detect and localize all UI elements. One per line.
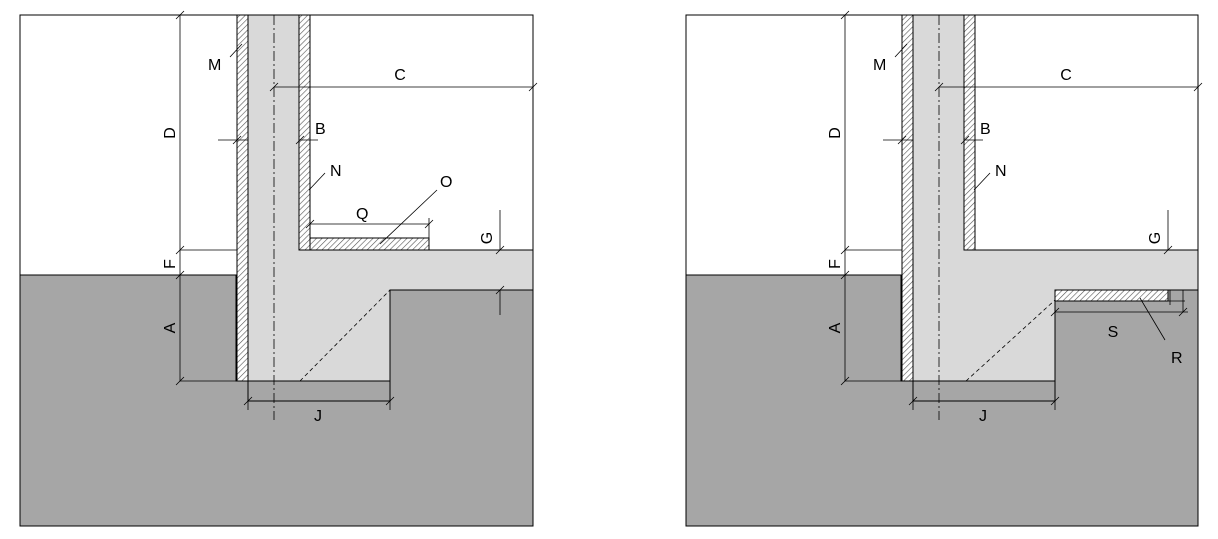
panel-left-dim-d-tick1	[175, 10, 185, 20]
panel-left-label-o: O	[440, 174, 452, 191]
panel-left-dim-b-tick2	[295, 135, 305, 145]
panel-right-dim-c-tick1	[934, 82, 944, 92]
panel-right-dim-j-tick1	[908, 396, 918, 406]
panel-right-leader-r	[1139, 297, 1166, 341]
panel-left-leader-m	[229, 43, 243, 58]
panel-right-insulation-n	[963, 14, 976, 251]
panel-right-insulation-m	[901, 14, 914, 382]
panel-right-label-m: M	[873, 57, 886, 74]
panel-right-label-a: A	[827, 322, 844, 333]
panel-left-dim-a-tick	[175, 376, 185, 386]
panel-left-label-a: A	[162, 322, 179, 333]
panel-right-label-r: R	[1171, 350, 1183, 367]
panel-left: D F A B C M N Q O	[19, 10, 538, 527]
panel-left-label-d: D	[162, 127, 179, 139]
panel-right-leader-m	[894, 43, 908, 58]
panel-left-label-c: C	[394, 67, 406, 84]
panel-left-insulation-o	[309, 237, 430, 251]
panel-left-dim-c-tick1	[269, 82, 279, 92]
panel-left-label-j: J	[314, 408, 322, 425]
panel-left-insulation-n	[298, 14, 311, 251]
panel-right-leader-n	[973, 172, 991, 191]
panel-right-label-s: S	[1108, 324, 1119, 341]
panel-left-insulation-m	[236, 14, 249, 382]
panel-left-label-q: Q	[356, 206, 368, 223]
panel-left-label-m: M	[208, 57, 221, 74]
panel-right-dim-c-tick2	[1193, 82, 1203, 92]
panel-right-haunch-line	[965, 299, 1056, 382]
panel-left-dim-b-tick1	[232, 135, 242, 145]
panel-right-dim-j-tick2	[1050, 396, 1060, 406]
panel-right-label-f: F	[827, 259, 844, 269]
panel-right-label-b: B	[980, 121, 991, 138]
panel-left-label-f: F	[162, 259, 179, 269]
panel-left-dim-j-tick1	[243, 396, 253, 406]
panel-left-footing-base	[247, 380, 391, 402]
panel-left-label-b: B	[315, 121, 326, 138]
panel-left-leader-n	[308, 172, 326, 191]
panel-left-label-n: N	[330, 163, 342, 180]
panel-left-haunch-line	[299, 289, 391, 382]
panel-right-label-g: G	[1147, 232, 1164, 244]
panel-right-dim-b-tick1	[897, 135, 907, 145]
panel-left-dim-q-tick1	[305, 219, 315, 229]
panel-right-dim-a-tick	[840, 376, 850, 386]
panel-right-dim-d-tick1	[840, 10, 850, 20]
panel-left-dim-g-tick2	[495, 285, 505, 295]
panel-right-footing-base	[912, 380, 1056, 402]
panel-right-dim-g-tick	[1163, 245, 1173, 255]
panel-left-dim-c-tick2	[528, 82, 538, 92]
panel-right-label-c: C	[1060, 67, 1072, 84]
panel-left-leader-o	[379, 189, 438, 245]
panel-right-label-j: J	[979, 408, 987, 425]
panel-left-dim-g-tick1	[495, 245, 505, 255]
panel-right: D F A B C M N G	[685, 10, 1203, 527]
panel-left-label-g: G	[479, 232, 496, 244]
panel-right-label-n: N	[995, 163, 1007, 180]
panel-left-dim-j-tick2	[385, 396, 395, 406]
panel-right-dim-s-tick2	[1178, 307, 1188, 317]
panel-right-dim-s-tick1	[1050, 307, 1060, 317]
panel-right-dim-b-tick2	[960, 135, 970, 145]
panel-right-insulation-r	[1054, 289, 1169, 302]
panel-right-label-d: D	[827, 127, 844, 139]
